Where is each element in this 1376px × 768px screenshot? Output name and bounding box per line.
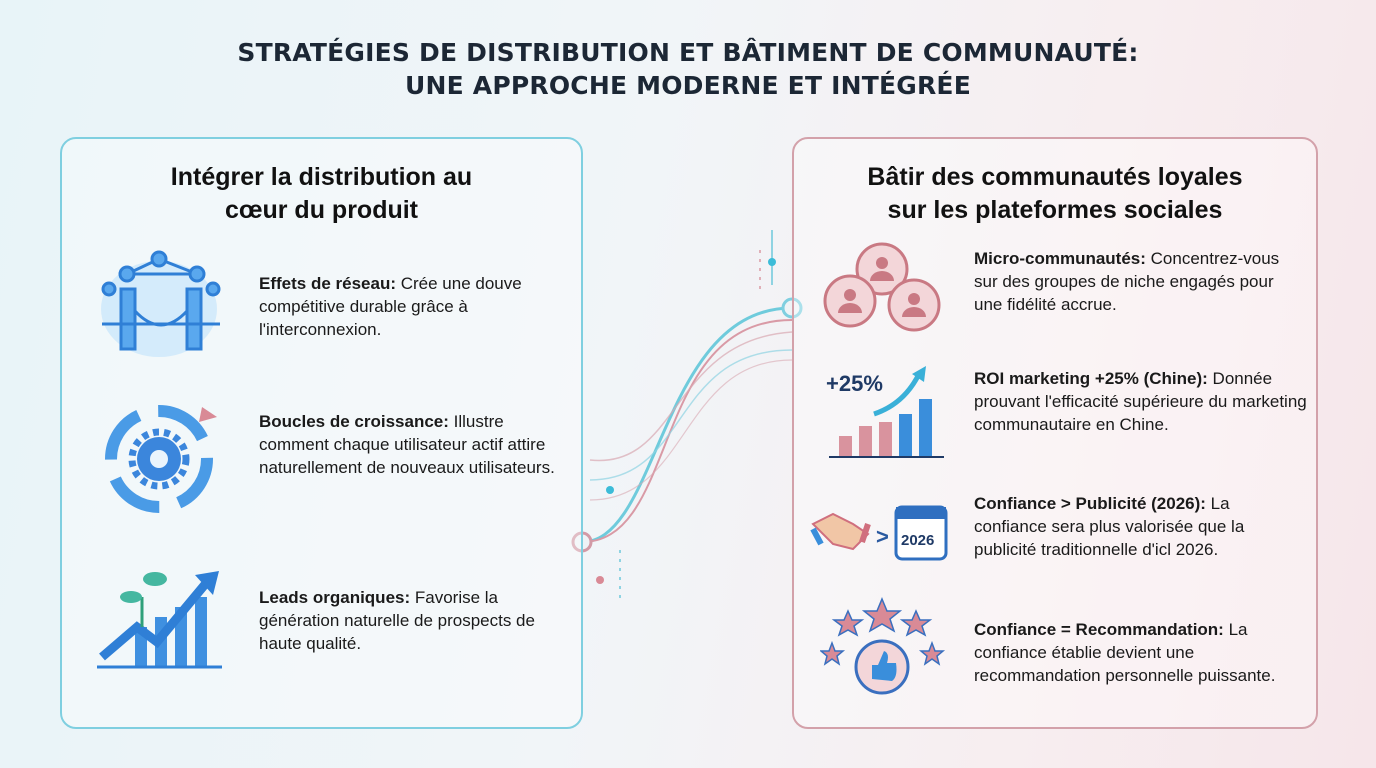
organic-growth-chart-icon — [97, 571, 222, 669]
item-text: Crée une douve compétitive durable grâce… — [259, 274, 522, 339]
connector-curves — [571, 230, 803, 600]
item-text: Donnée prouvant l'efficacité supérieure … — [974, 369, 1307, 434]
title-line-2: UNE APPROCHE MODERNE ET INTÉGRÉE — [405, 71, 971, 100]
left-heading-line-2: cœur du produit — [224, 196, 419, 224]
page-title: STRATÉGIES DE DISTRIBUTION ET BÂTIMENT D… — [0, 36, 1376, 102]
chat-bubbles-users-icon — [823, 242, 941, 332]
right-panel-communautes: Bâtir des communautés loyales sur les pl… — [792, 137, 1318, 729]
item-title: Micro-communautés: — [974, 249, 1146, 268]
growth-loop-gear-icon — [105, 405, 217, 513]
item-title: Leads organiques: — [259, 588, 411, 607]
left-heading-line-1: Intégrer la distribution au — [170, 163, 473, 191]
network-bridge-icon — [101, 250, 221, 357]
item-roi-marketing: ROI marketing +25% (Chine): Donnée prouv… — [974, 367, 1319, 436]
item-title: Confiance > Publicité (2026): — [974, 494, 1206, 513]
year-2026-badge: 2026 — [901, 532, 935, 549]
item-text: Favorise la génération naturelle de pros… — [259, 588, 535, 653]
left-panel-distribution: Intégrer la distribution au cœur du prod… — [60, 137, 583, 729]
item-micro-communautes: Micro-communautés: Concentrez-vous sur d… — [974, 247, 1294, 316]
plus-25-badge: +25% — [826, 371, 883, 396]
item-text: Illustre comment chaque utilisateur acti… — [259, 412, 555, 477]
item-title: Effets de réseau: — [259, 274, 396, 293]
title-line-1: STRATÉGIES DE DISTRIBUTION ET BÂTIMENT D… — [237, 38, 1139, 67]
item-boucles-croissance: Boucles de croissance: Illustre comment … — [259, 410, 569, 479]
item-confiance-recommandation: Confiance = Recommandation: La confiance… — [974, 618, 1314, 687]
stars-thumbs-up-icon — [820, 597, 946, 695]
svg-text:>: > — [876, 524, 889, 549]
item-effets-reseau: Effets de réseau: Crée une douve compéti… — [259, 272, 559, 341]
right-panel-heading: Bâtir des communautés loyales sur les pl… — [794, 161, 1316, 227]
handshake-calendar-icon: > — [810, 505, 948, 561]
item-text: Concentrez-vous sur des groupes de niche… — [974, 249, 1280, 314]
right-heading-line-1: Bâtir des communautés loyales — [867, 163, 1243, 191]
bar-chart-up-icon — [829, 366, 944, 458]
item-text: La confiance établie devient une recomma… — [974, 620, 1276, 685]
item-text: La confiance sera plus valorisée que la … — [974, 494, 1245, 559]
item-title: ROI marketing +25% (Chine): — [974, 369, 1208, 388]
item-title: Confiance = Recommandation: — [974, 620, 1224, 639]
item-title: Boucles de croissance: — [259, 412, 449, 431]
item-confiance-publicite: Confiance > Publicité (2026): La confian… — [974, 492, 1304, 561]
left-panel-heading: Intégrer la distribution au cœur du prod… — [62, 161, 581, 227]
right-heading-line-2: sur les plateformes sociales — [887, 196, 1223, 224]
item-leads-organiques: Leads organiques: Favorise la génération… — [259, 586, 559, 655]
